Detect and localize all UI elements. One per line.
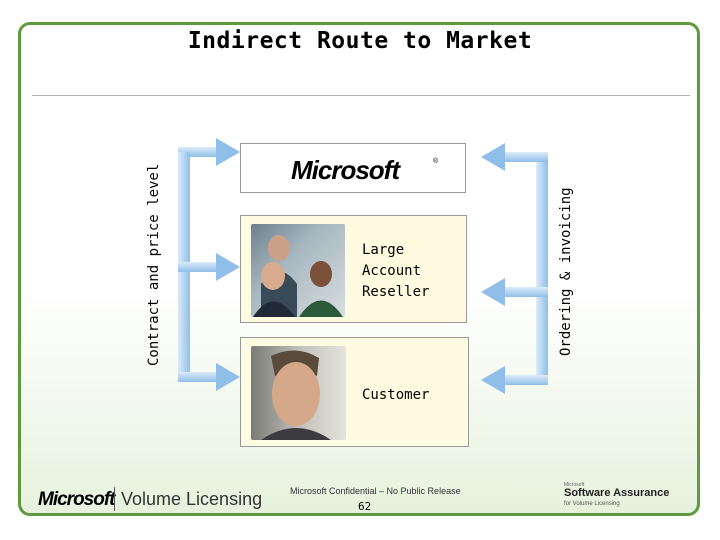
left-top-arrowhead (216, 138, 240, 166)
title-divider (32, 95, 690, 96)
software-assurance-logo: Software Assurance (564, 487, 670, 499)
ordering-invoicing-label: Ordering & invoicing (558, 187, 574, 356)
left-mid-bar (178, 262, 216, 272)
microsoft-box: Microsoft ® (240, 143, 466, 193)
left-bracket-arrow (178, 138, 240, 391)
right-top-arrowhead (481, 143, 505, 171)
reseller-label: Large Account Reseller (362, 240, 452, 303)
left-bottom-bar (178, 372, 216, 382)
customer-label: Customer (362, 387, 430, 403)
customer-box: Customer (240, 337, 469, 447)
right-bottom-arrowhead (481, 366, 505, 394)
customer-photo (251, 346, 346, 440)
right-top-bar (505, 152, 548, 162)
right-bracket-arrow (481, 143, 548, 394)
slide-title: Indirect Route to Market (187, 28, 533, 54)
contract-price-label: Contract and price level (146, 163, 162, 366)
reseller-line-3: Reseller (362, 284, 430, 300)
reseller-line-1: Large (362, 242, 405, 258)
right-bottom-bar (505, 375, 548, 385)
right-mid-arrowhead (481, 278, 505, 306)
left-bottom-arrowhead (216, 363, 240, 391)
footer-volume-licensing: Volume Licensing (121, 489, 263, 509)
left-top-bar (178, 147, 216, 157)
registered-mark: ® (433, 158, 439, 165)
reseller-line-2: Account (362, 263, 422, 279)
reseller-box: Large Account Reseller (240, 215, 467, 323)
right-mid-bar (505, 287, 548, 297)
footer-microsoft-logo: Microsoft (38, 489, 115, 510)
software-assurance-prefix: Microsoft (564, 482, 585, 488)
confidential-notice: Microsoft Confidential – No Public Relea… (290, 486, 461, 496)
microsoft-logo: Microsoft (291, 155, 400, 185)
footer-separator (114, 487, 115, 511)
right-vertical-bar (536, 157, 548, 385)
software-assurance-subtitle: for Volume Licensing (564, 501, 620, 507)
page-number: 62 (358, 500, 372, 513)
business-people-photo (251, 224, 345, 317)
left-mid-arrowhead (216, 253, 240, 281)
